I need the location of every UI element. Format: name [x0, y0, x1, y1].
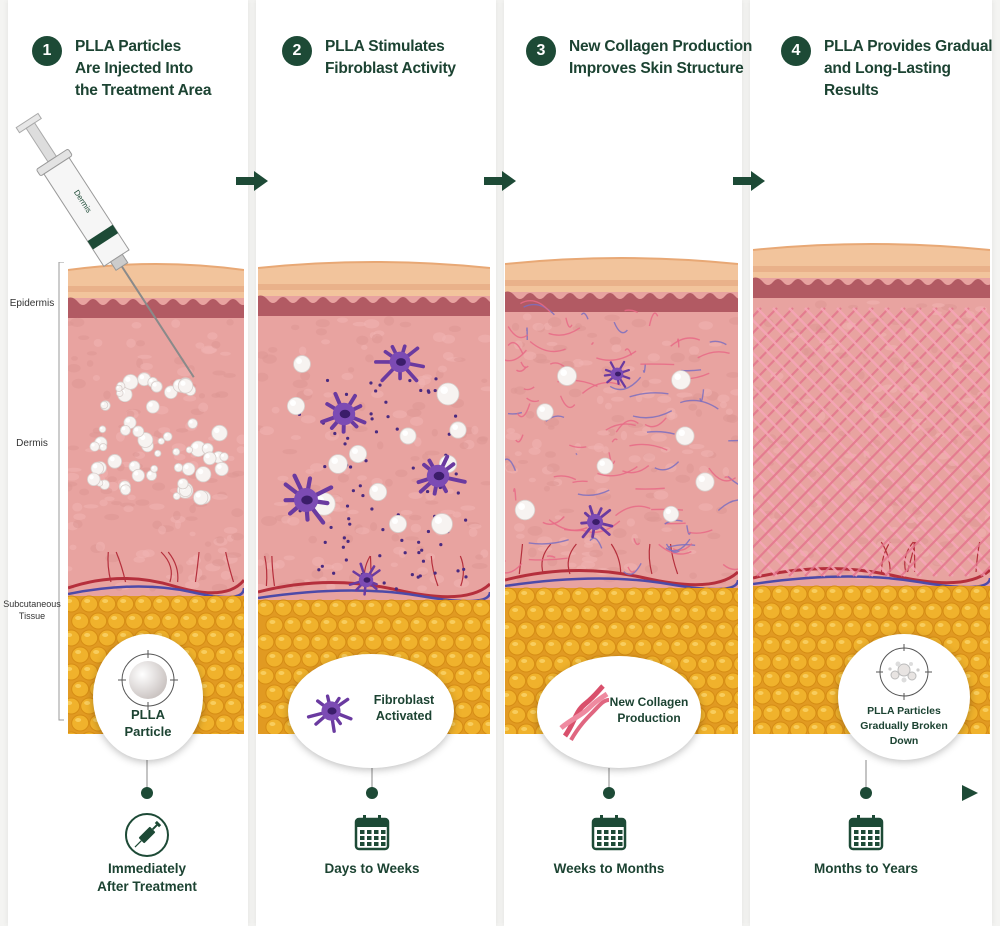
- step-header-4: 4 PLLA Provides Gradual and Long-Lasting…: [781, 36, 993, 102]
- calendar-icon: [354, 815, 390, 851]
- epidermis-label: Epidermis: [9, 298, 55, 309]
- timeline-label-months: Months to Years: [813, 861, 919, 876]
- syringe-icon: [125, 813, 169, 857]
- callout-text: PLLA Particle: [124, 707, 172, 739]
- step-title: PLLA Particles Are Injected Into the Tre…: [75, 38, 212, 99]
- plla-particle-callout: PLLA Particle: [93, 634, 203, 760]
- callout-text: Fibroblast Activated: [373, 693, 435, 723]
- timeline-label-days: Days to Weeks: [324, 861, 420, 876]
- step-header-1: 1 PLLA Particles Are Injected Into the T…: [32, 36, 211, 102]
- collagen-fiber-icon: [559, 684, 610, 741]
- fibroblast-icon: [306, 694, 353, 733]
- fibroblast-callout: Fibroblast Activated: [288, 654, 454, 768]
- step-number-badge: 1: [32, 36, 62, 66]
- calendar-icon: [848, 815, 884, 851]
- dermis-label: Dermis: [16, 438, 48, 449]
- callout-text: New Collagen Production: [609, 695, 689, 725]
- step-title: PLLA Provides Gradual and Long-Lasting R…: [824, 38, 993, 99]
- particle-icon: [118, 650, 178, 710]
- step-number-badge: 4: [781, 36, 811, 66]
- step-number-badge: 3: [526, 36, 556, 66]
- skin-section-4: [753, 236, 990, 734]
- next-arrow-icon: [236, 171, 268, 191]
- step-number-badge: 2: [282, 36, 312, 66]
- layer-bracket: [58, 262, 64, 721]
- breakdown-callout: PLLA Particles Gradually Broken Down: [838, 634, 970, 760]
- syringe-icon: Dermis: [15, 112, 195, 378]
- calendar-icon: [591, 815, 627, 851]
- next-arrow-icon: [484, 171, 516, 191]
- step-header-3: 3 New Collagen Production Improves Skin …: [526, 36, 752, 80]
- timeline-label-weeks: Weeks to Months: [553, 861, 665, 876]
- step-header-2: 2 PLLA Stimulates Fibroblast Activity: [282, 36, 456, 80]
- particle-fragments-icon: [876, 644, 932, 700]
- callout-text: PLLA Particles Gradually Broken Down: [860, 705, 948, 747]
- subcutaneous-label: Subcutaneous Tissue: [3, 599, 61, 621]
- step-title: New Collagen Production Improves Skin St…: [569, 38, 753, 77]
- timeline-label-immediately: Immediately After Treatment: [97, 861, 197, 894]
- step-title: PLLA Stimulates Fibroblast Activity: [325, 38, 456, 77]
- collagen-callout: New Collagen Production: [537, 656, 701, 768]
- next-arrow-icon: [733, 171, 765, 191]
